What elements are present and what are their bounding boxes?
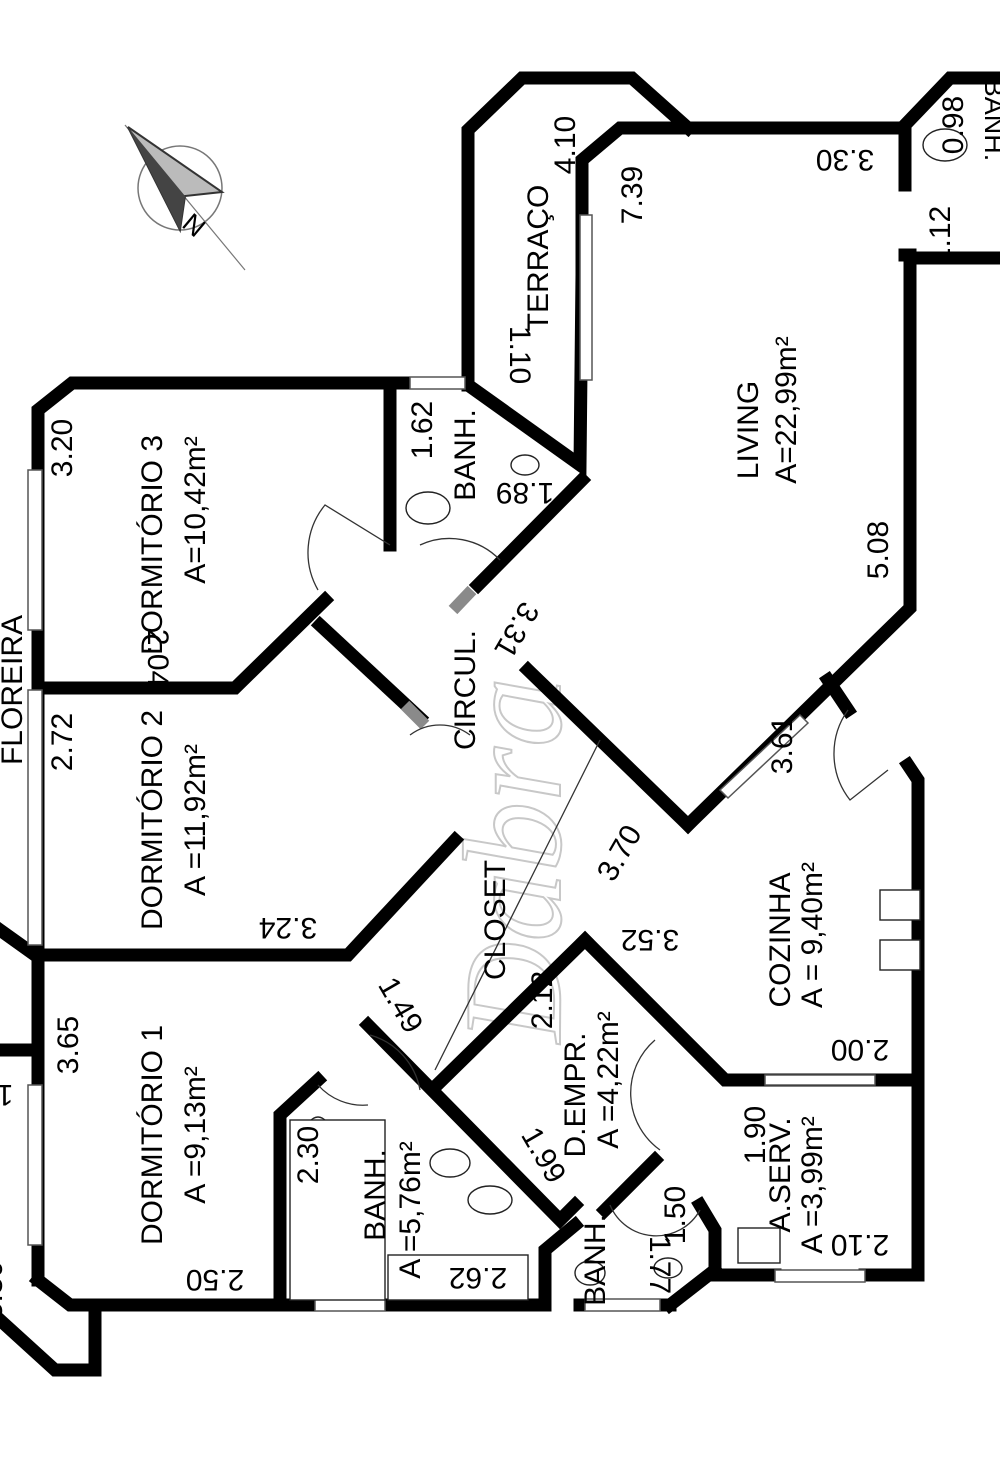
- door-swing: [609, 1204, 701, 1237]
- a-serv-area: A =3,99m²: [796, 1116, 829, 1254]
- circulation-marker: [448, 585, 477, 615]
- bidet: [429, 1148, 471, 1178]
- sink-counter: [387, 1254, 529, 1301]
- banh-small-dim: 1.89: [496, 476, 554, 509]
- window: [27, 469, 43, 631]
- cozinha-area: A = 9,40m²: [796, 862, 829, 1008]
- room-labels: TERRAÇO 4.10 1.10 7.39 LIVING A=22,99m² …: [0, 79, 1000, 1319]
- dorm3-dim: 2.04: [141, 629, 174, 687]
- living-dim: 3.30: [816, 143, 874, 176]
- terraco-dim: 1.10: [503, 326, 536, 384]
- window: [774, 1269, 866, 1283]
- floreira-label: FLOREIRA: [0, 615, 29, 765]
- window: [27, 1084, 43, 1246]
- banh-suite-dim: 2.30: [292, 1126, 325, 1184]
- banh-right-dim: 0.98: [937, 96, 970, 154]
- dorm1-dim: 2.50: [186, 1263, 244, 1296]
- dorm2-label: DORMITÓRIO 2: [136, 710, 169, 930]
- cozinha-dim: 3.52: [621, 923, 679, 956]
- banh-suite-dim: 2.62: [449, 1261, 507, 1294]
- door-swing: [833, 709, 889, 801]
- a-serv-dim: 2.10: [831, 1228, 889, 1261]
- closet-rod: [434, 739, 601, 1071]
- circul-label: CIRCUL.: [449, 630, 482, 750]
- terraco-dim: 7.39: [616, 166, 649, 224]
- a-serv-dim: 1.90: [739, 1106, 772, 1164]
- banh-small-dim: 1.62: [406, 401, 439, 459]
- dorm2-dim: 3.24: [259, 911, 317, 944]
- door-swing: [419, 537, 501, 561]
- a-serv-label: A.SERV.: [764, 1117, 797, 1232]
- dorm3-label: DORMITÓRIO 3: [136, 435, 169, 655]
- sink: [653, 1257, 683, 1279]
- cozinha-dim: 2.00: [831, 1033, 889, 1066]
- living-area: A=22,99m²: [770, 336, 803, 484]
- living-label: LIVING: [732, 381, 765, 479]
- d-empr-area: A =4,22m²: [592, 1011, 625, 1149]
- dorm3-area: A=10,42m²: [179, 436, 212, 584]
- closet-label: CLOSET: [479, 860, 512, 980]
- toilet: [405, 491, 451, 525]
- window: [764, 1074, 876, 1086]
- kitchen-sink: [879, 939, 921, 971]
- living-dim: 3.61: [766, 716, 799, 774]
- window: [579, 214, 593, 381]
- banh-right-dim: 1.12: [924, 206, 957, 264]
- dorm1-area: A =9,13m²: [179, 1066, 212, 1204]
- dorm2-area: A =11,92m²: [179, 744, 212, 896]
- d-empr-dim: 2.12: [526, 971, 559, 1029]
- dorm1-label: DORMITÓRIO 1: [136, 1025, 169, 1245]
- laundry-tank: [737, 1227, 781, 1264]
- windows: [27, 214, 876, 1312]
- kitchen-sink: [879, 889, 921, 921]
- circul-dim: 3.31: [487, 596, 545, 663]
- d-empr-label: D.EMPR.: [559, 1032, 592, 1157]
- banh-serv-dim: 1.77: [643, 1236, 676, 1294]
- compass-icon: N: [124, 124, 246, 271]
- living-dim: 5.08: [862, 521, 895, 579]
- door-swing: [307, 504, 391, 591]
- terraco-dim: 4.10: [549, 116, 582, 174]
- window: [718, 713, 810, 800]
- window: [409, 376, 466, 390]
- window: [27, 689, 43, 946]
- closet-dim: 3.70: [591, 820, 649, 887]
- door-swing: [409, 724, 471, 736]
- toilet: [467, 1185, 513, 1215]
- bathtub-frame: [289, 1119, 386, 1301]
- banh-small-label: BANH.: [449, 409, 482, 501]
- window: [314, 1298, 386, 1312]
- door-swing: [317, 1084, 369, 1106]
- banh-suite-label: BANH.: [359, 1149, 392, 1241]
- circulation-marker: [400, 700, 430, 730]
- dorm1-dim: 3.65: [52, 1016, 85, 1074]
- window: [584, 1298, 661, 1312]
- doors: [307, 504, 889, 1237]
- dorm3-dim: 3.20: [46, 419, 79, 477]
- banh-right-label: BANH.: [979, 79, 1000, 162]
- banh-serv-dim: 1.50: [659, 1186, 692, 1244]
- door-swing: [630, 1039, 661, 1151]
- banh-serv-label: BANH.: [579, 1214, 612, 1306]
- edge-mark: 1: [0, 1078, 13, 1111]
- door-swing: [369, 1034, 421, 1091]
- cozinha-label: COZINHA: [764, 873, 797, 1008]
- terraco-label: TERRAÇO: [522, 185, 555, 332]
- dorm2-dim: 2.72: [46, 713, 79, 771]
- toilet: [574, 1260, 606, 1286]
- sink: [510, 454, 540, 476]
- fixtures: [289, 128, 968, 1301]
- toilet: [922, 128, 968, 162]
- watermark: Dabra: [436, 677, 591, 1045]
- banh-suite-area: A =5,76m²: [394, 1141, 427, 1279]
- dorm1-dim: 3.30: [0, 1261, 9, 1319]
